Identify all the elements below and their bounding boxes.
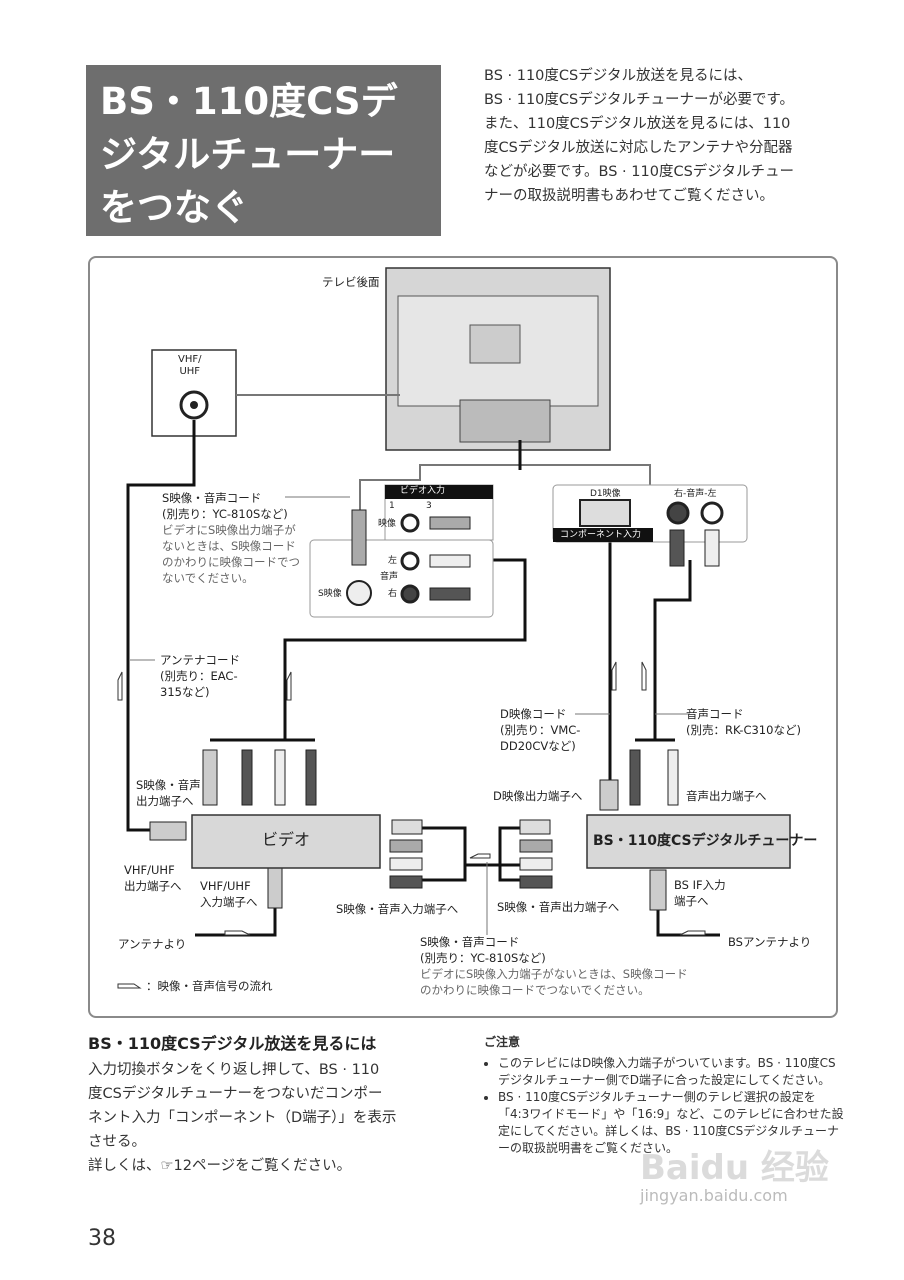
intro-line: ナーの取扱説明書もあわせてご覧ください。: [484, 188, 774, 204]
title-line: ジタルチューナー: [100, 133, 396, 176]
d-out-label: D映像出力端子へ: [493, 789, 583, 803]
baidu-watermark: Baidu 经验: [640, 1148, 829, 1188]
ch1-label: 1: [389, 501, 395, 511]
video-jack-label: 映像: [378, 519, 397, 529]
label-line: 315など): [160, 685, 210, 699]
label-line: 出力端子へ: [124, 879, 182, 893]
wall-plate-label: VHF/ UHF: [178, 354, 202, 377]
intro-line: などが必要です。BS · 110度CSデジタルチュー: [484, 164, 794, 180]
from-antenna-label: アンテナより: [118, 937, 187, 951]
note-item: BS · 110度CSデジタルチューナー側のテレビ選択の設定を「4:3ワイドモー…: [498, 1089, 844, 1157]
tuner-box: [586, 814, 791, 869]
s-cord-label: S映像・音声コード (別売り：YC-810Sなど) ビデオにS映像出力端子が な…: [162, 490, 300, 586]
label-line: (別売り：EAC-: [160, 669, 238, 683]
body-line: 入力切換ボタンをくり返し押して、BS · 110: [88, 1062, 380, 1078]
intro-line: BS · 110度CSデジタルチューナーが必要です。: [484, 92, 794, 108]
label-line: 出力端子へ: [136, 794, 194, 808]
antenna-cord-label: アンテナコード (別売り：EAC- 315など): [160, 652, 240, 700]
component-input-panel: [552, 484, 748, 811]
audio-cord-label: 音声コード (別売：RK-C310など): [686, 706, 801, 738]
page-title: BS・110度CSデ ジタルチューナー をつなぐ: [86, 65, 441, 236]
label-line: 入力端子へ: [200, 895, 258, 909]
tuner-label: BS・110度CSデジタルチューナー: [593, 833, 818, 849]
s-out-to-label: S映像・音声出力端子へ: [497, 900, 620, 914]
audio-out-label: 音声出力端子へ: [686, 789, 767, 803]
label-line: S映像・音声: [136, 778, 201, 792]
video-deck-label: ビデオ: [262, 830, 311, 849]
label-line: ないでください。: [162, 571, 254, 585]
label-line: (別売り：VMC-: [500, 723, 581, 737]
label-line: ないときは、S映像コード: [162, 539, 296, 553]
body-line: ネント入力「コンポーネント（D端子）」を表示: [88, 1110, 397, 1126]
caution-notes: ご注意 このテレビにはD映像入力端子がついています。BS · 110度CSデジタ…: [484, 1034, 844, 1157]
left-jack-label: 左: [388, 556, 398, 566]
intro-text: BS · 110度CSデジタル放送を見るには、 BS · 110度CSデジタルチ…: [484, 64, 844, 208]
s-video-jack-label: S映像: [318, 589, 342, 599]
baidu-watermark-url: jingyan.baidu.com: [640, 1186, 788, 1205]
label-line: 端子へ: [674, 894, 709, 908]
label-line: D映像コード: [500, 707, 567, 721]
right-jack-label: 右: [388, 589, 398, 599]
video-deck-box: [191, 814, 381, 869]
label-line: DD20CVなど): [500, 739, 576, 753]
video-input-panel: [309, 484, 494, 618]
leader-lines: [130, 496, 690, 935]
intro-line: BS · 110度CSデジタル放送を見るには、: [484, 68, 752, 84]
tv-rear-illustration: [385, 267, 611, 451]
from-bs-antenna-label: BSアンテナより: [728, 935, 812, 949]
signal-flow-arrow-icon: [117, 661, 706, 989]
notes-heading: ご注意: [484, 1035, 521, 1049]
tv-rear-label: テレビ後面: [322, 275, 380, 289]
label-line: ビデオにS映像入力端子がないときは、S映像コード: [420, 967, 688, 981]
label-line: のかわりに映像コードでつ: [162, 555, 300, 569]
body-line: 詳しくは、☞12ページをご覧ください。: [88, 1158, 352, 1174]
label-line: (別売り：YC-810Sなど): [162, 507, 288, 521]
label-line: S映像・音声コード: [162, 491, 262, 505]
audio-rl-label: 右-音声-左: [674, 489, 717, 499]
label-line: VHF/UHF: [124, 863, 175, 877]
label-line: ビデオにS映像出力端子が: [162, 523, 296, 537]
bottom-cord-label: S映像・音声コード (別売り：YC-810Sなど) ビデオにS映像入力端子がない…: [420, 934, 688, 998]
d1-label: D1映像: [590, 489, 621, 499]
component-label: コンポーネント入力: [560, 530, 642, 540]
plugs: [149, 749, 679, 911]
label-line: VHF/UHF: [200, 879, 251, 893]
cables: [126, 394, 720, 937]
ch3-label: 3: [426, 501, 432, 511]
vhf-in-label: VHF/UHF 入力端子へ: [200, 878, 258, 910]
bs-if-label: BS IF入力 端子へ: [674, 877, 726, 909]
s-out-label: S映像・音声 出力端子へ: [136, 777, 201, 809]
title-line: BS・110度CSデ: [100, 80, 398, 123]
section-body: 入力切換ボタンをくり返し押して、BS · 110 度CSデジタルチューナーをつな…: [88, 1058, 443, 1178]
vhf-out-label: VHF/UHF 出力端子へ: [124, 862, 182, 894]
label-line: (別売り：YC-810Sなど): [420, 951, 546, 965]
audio-jack-label: 音声: [380, 572, 399, 582]
label-line: アンテナコード: [160, 653, 241, 667]
label-line: のかわりに映像コードでつないでください。: [420, 983, 650, 997]
intro-line: また、110度CSデジタル放送を見るには、110: [484, 116, 791, 132]
d-cord-label: D映像コード (別売り：VMC- DD20CVなど): [500, 706, 580, 754]
legend-label: ：映像・音声信号の流れ: [146, 979, 273, 993]
note-item: このテレビにはD映像入力端子がついています。BS · 110度CSデジタルチュー…: [498, 1055, 844, 1089]
section-heading: BS・110度CSデジタル放送を見るには: [88, 1034, 377, 1053]
s-in-to-label: S映像・音声入力端子へ: [336, 902, 459, 916]
label-line: S映像・音声コード: [420, 935, 520, 949]
title-line: をつなぐ: [100, 186, 248, 229]
label-line: BS IF入力: [674, 878, 726, 892]
body-line: させる。: [88, 1134, 146, 1150]
diagram-frame: [88, 256, 838, 1018]
intro-line: 度CSデジタル放送に対応したアンテナや分配器: [484, 140, 793, 156]
page-number: 38: [88, 1226, 116, 1251]
body-line: 度CSデジタルチューナーをつないだコンポー: [88, 1086, 383, 1102]
video-input-title: ビデオ入力: [400, 486, 446, 496]
label-line: (別売：RK-C310など): [686, 723, 801, 737]
label-line: 音声コード: [686, 707, 744, 721]
